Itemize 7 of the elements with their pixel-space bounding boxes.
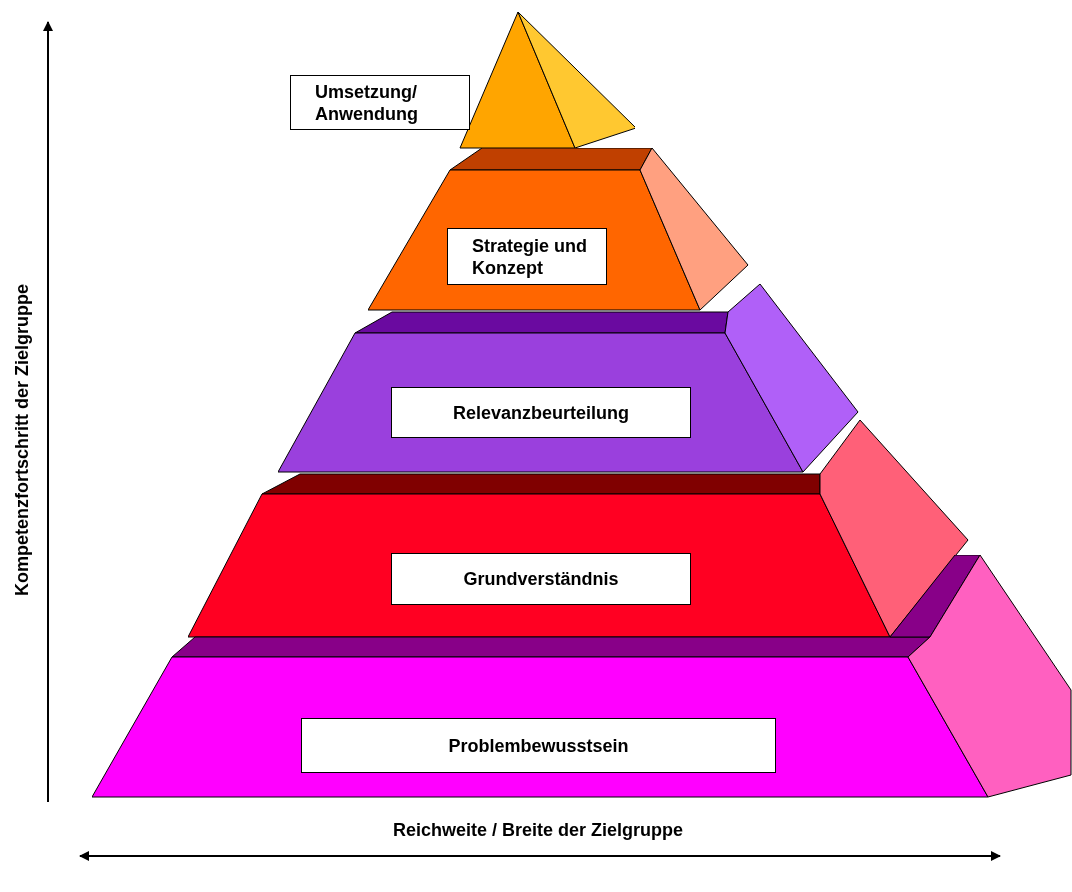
level-label: Relevanzbeurteilung — [391, 387, 691, 438]
axis-label: Reichweite / Breite der Zielgruppe — [392, 819, 684, 841]
level-label: Problembewusstsein — [301, 718, 776, 773]
level-label: Strategie und Konzept — [447, 228, 607, 285]
level-label: Grundverständnis — [391, 553, 691, 605]
axis-label: Kompetenzfortschritt der Zielgruppe — [11, 284, 33, 596]
level-label: Umsetzung/ Anwendung — [290, 75, 470, 130]
